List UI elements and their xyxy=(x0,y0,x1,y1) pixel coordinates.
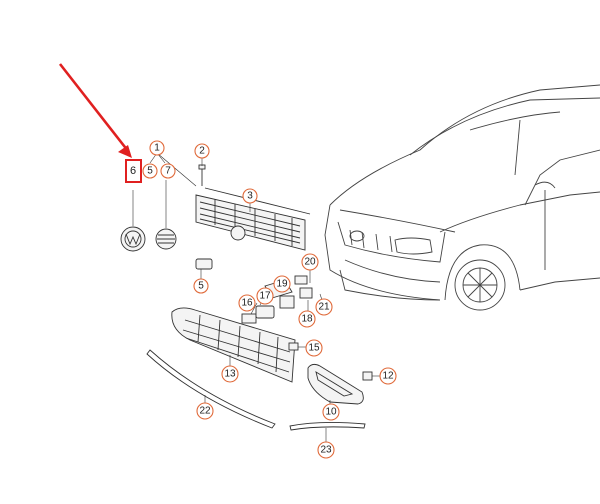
callout-22: 22 xyxy=(196,402,214,420)
fog-bezel-part xyxy=(307,363,364,405)
callout-3: 3 xyxy=(242,188,258,204)
callout-6-label: 6 xyxy=(130,165,136,177)
callout-18-label: 18 xyxy=(301,314,313,325)
callout-2-label: 2 xyxy=(199,146,205,157)
grille-insert-part xyxy=(155,180,177,250)
highlight-box xyxy=(125,159,142,183)
lower-grille-part xyxy=(171,307,296,383)
callout-5-top-label: 5 xyxy=(147,166,153,177)
pointer-arrow xyxy=(58,63,132,158)
callout-5-bottom: 5 xyxy=(193,278,209,294)
callout-5-bottom-label: 5 xyxy=(198,281,204,292)
callout-13: 13 xyxy=(221,365,239,383)
callout-2: 2 xyxy=(194,143,210,159)
callout-3-label: 3 xyxy=(247,191,253,202)
callout-16: 16 xyxy=(238,294,256,312)
callout-17: 17 xyxy=(256,287,274,305)
callout-19: 19 xyxy=(273,275,291,293)
callout-16-label: 16 xyxy=(241,298,253,309)
callout-7-label: 7 xyxy=(165,166,171,177)
callout-5-top: 5 xyxy=(142,163,158,179)
callout-1-label: 1 xyxy=(154,143,160,154)
vehicle-outline xyxy=(324,84,600,311)
callout-18: 18 xyxy=(298,310,316,328)
callout-20: 20 xyxy=(301,253,319,271)
callout-23-label: 23 xyxy=(320,445,332,456)
emblem-part xyxy=(120,190,146,252)
callout-7: 7 xyxy=(160,163,176,179)
callout-12: 12 xyxy=(379,367,397,385)
callout-21: 21 xyxy=(315,298,333,316)
callout-23: 23 xyxy=(317,441,335,459)
callout-22-label: 22 xyxy=(199,406,211,417)
callout-15-label: 15 xyxy=(308,343,320,354)
callout-19-label: 19 xyxy=(276,279,288,290)
callout-10: 10 xyxy=(322,403,340,421)
callout-1: 1 xyxy=(149,140,165,156)
callout-17-label: 17 xyxy=(259,291,271,302)
screw-part xyxy=(198,164,206,186)
callout-15: 15 xyxy=(305,339,323,357)
callout-21-label: 21 xyxy=(318,302,330,313)
radiator-grille-part xyxy=(195,187,311,251)
clip-part xyxy=(195,258,213,280)
callout-20-label: 20 xyxy=(304,257,316,268)
callout-6: 6 xyxy=(130,165,136,177)
callout-13-label: 13 xyxy=(224,369,236,380)
callout-12-label: 12 xyxy=(382,371,394,382)
trim-strip-right-part xyxy=(289,421,366,442)
callout-10-label: 10 xyxy=(325,407,337,418)
